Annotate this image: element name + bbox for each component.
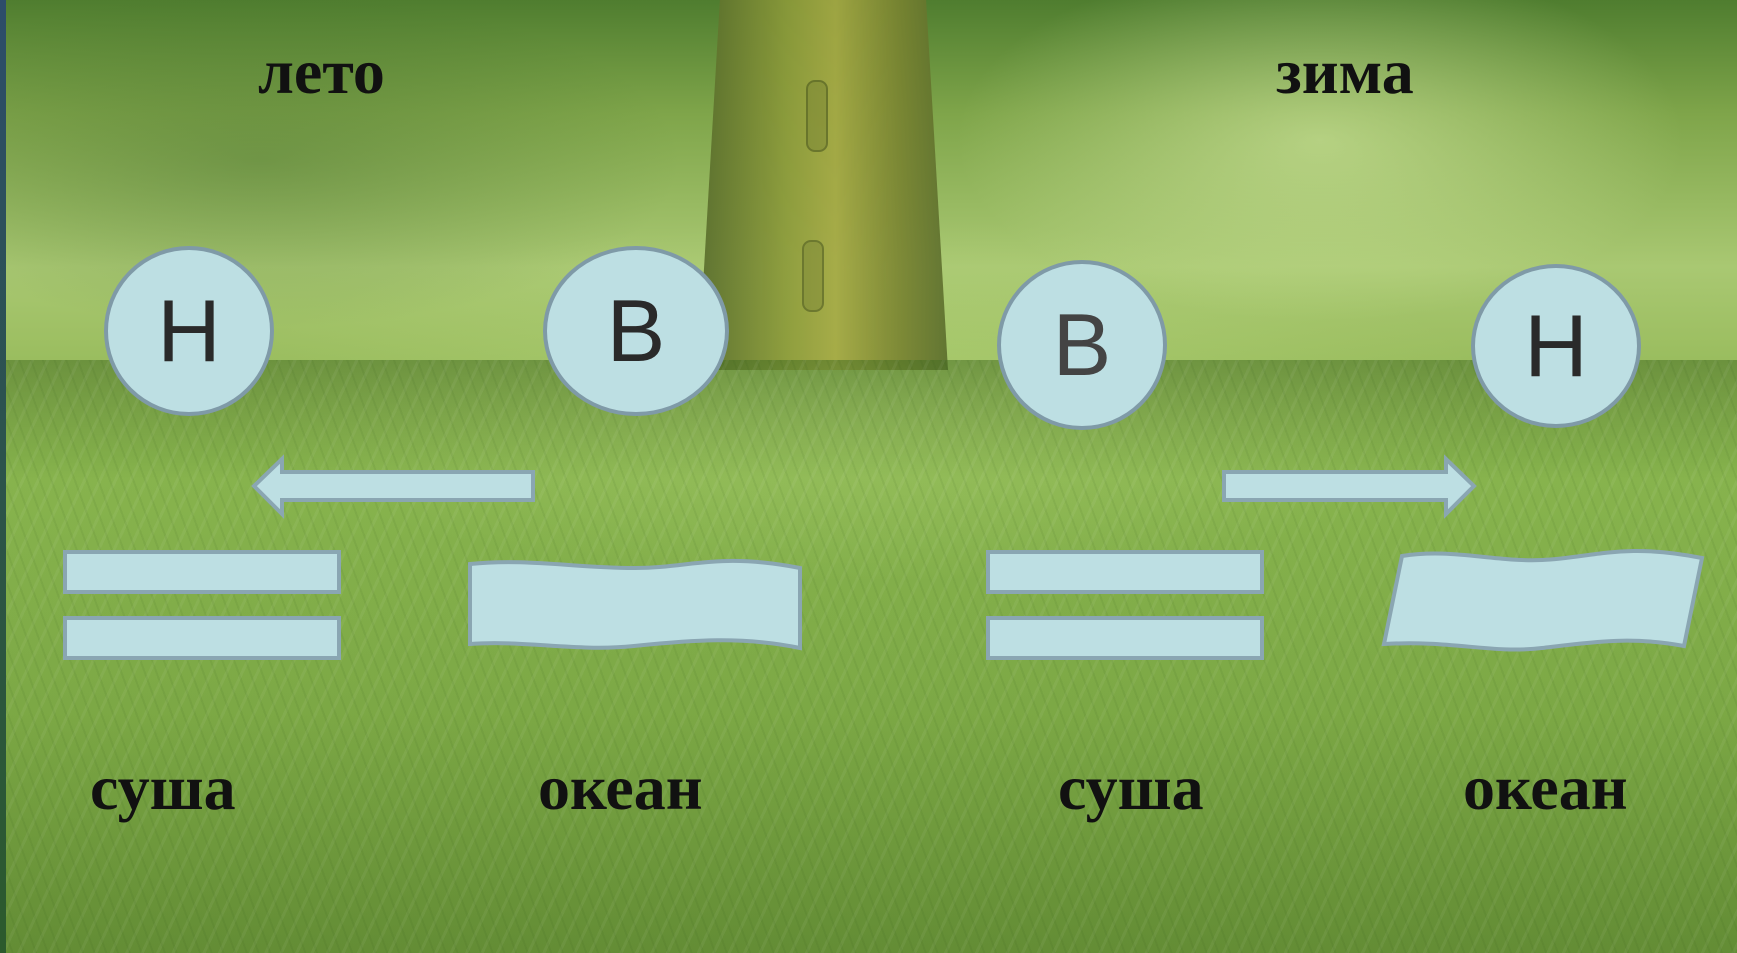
summer-ocean-pressure-circle: В <box>543 246 729 416</box>
tower-window <box>802 240 824 312</box>
summer-land-pressure-letter: Н <box>157 281 221 380</box>
summer-land-bar-top <box>63 550 341 594</box>
winter-ocean-wave-shape <box>1381 548 1705 652</box>
summer-ocean-wave-shape <box>468 558 802 651</box>
summer-wind-arrow-left <box>251 454 535 519</box>
winter-land-pressure-letter: В <box>1052 295 1112 394</box>
summer-season-label: лето <box>258 36 385 107</box>
summer-land-label: суша <box>90 752 236 823</box>
winter-wind-arrow-right <box>1222 454 1477 519</box>
summer-ocean-label: океан <box>538 752 703 823</box>
tower-window <box>806 80 828 152</box>
winter-ocean-label: океан <box>1463 752 1628 823</box>
slide-edge <box>0 0 6 953</box>
winter-ocean-pressure-letter: Н <box>1524 296 1588 395</box>
summer-land-pressure-circle: Н <box>104 246 274 416</box>
winter-land-label: суша <box>1058 752 1204 823</box>
tower-image <box>698 0 948 370</box>
winter-ocean-pressure-circle: Н <box>1471 264 1641 428</box>
summer-land-bar-bottom <box>63 616 341 660</box>
winter-land-pressure-circle: В <box>997 260 1167 430</box>
summer-ocean-pressure-letter: В <box>606 281 666 380</box>
winter-land-bar-bottom <box>986 616 1264 660</box>
winter-land-bar-top <box>986 550 1264 594</box>
winter-season-label: зима <box>1276 36 1414 107</box>
